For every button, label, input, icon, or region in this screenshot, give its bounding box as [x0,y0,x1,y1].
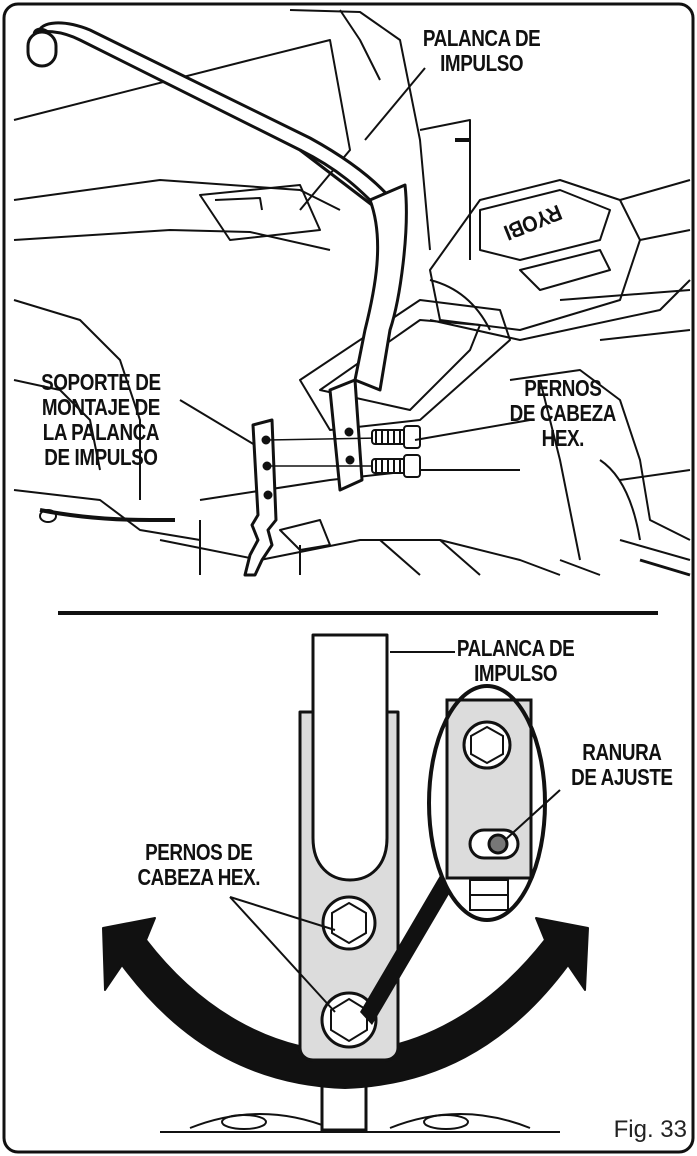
leader-lines-bottom [229,651,561,1013]
drive-lever-top [26,21,408,392]
adjust-slot-label: RANURA DE AJUSTE [571,739,673,790]
label-line: DE AJUSTE [571,764,673,790]
label-line: PERNOS DE [145,839,253,865]
label-line: CABEZA HEX. [137,864,261,890]
leader-lines-top [179,67,531,446]
hex-bolts-top [371,425,421,478]
adjust-slot-inset [427,684,547,922]
zoom-connector [360,862,462,1025]
lever-plate-top [328,378,364,492]
label-line: IMPULSO [474,660,558,686]
drive-lever-label-top: PALANCA DE IMPULSO [422,25,541,76]
lever-mount-bracket [243,418,278,577]
adjust-direction-arrow [102,917,589,1089]
hex-bolts-label-detail: PERNOS DE CABEZA HEX. [137,840,260,890]
top-view-machine [13,9,691,577]
drive-lever-label-detail: PALANCA DE IMPULSO [456,635,575,686]
label-line: RANURA [582,739,662,765]
label-line: LA PALANCA [42,419,160,445]
mount-bracket-label: SOPORTE DE MONTAJE DE LA PALANCA DE IMPU… [41,370,161,470]
figure-number: Fig. 33 [613,1116,687,1143]
label-line: SOPORTE DE [41,369,161,395]
label-line: MONTAJE DE [41,394,161,420]
adjust-slot-bolt [487,833,509,855]
label-line: DE IMPULSO [44,444,158,470]
label-line: HEX. [541,425,585,451]
hex-bolts-detail [320,895,378,1049]
label-line: PALANCA DE [456,635,575,661]
base-deck [160,1113,560,1133]
lever-plate-detail [298,633,400,1062]
label-line: PALANCA DE [422,25,541,51]
hex-bolts-label-top: PERNOS DE CABEZA HEX. [509,375,617,451]
label-line: PERNOS [524,375,602,401]
label-line: DE CABEZA [509,400,617,426]
label-line: IMPULSO [440,50,524,76]
bolt-guides [267,437,381,467]
